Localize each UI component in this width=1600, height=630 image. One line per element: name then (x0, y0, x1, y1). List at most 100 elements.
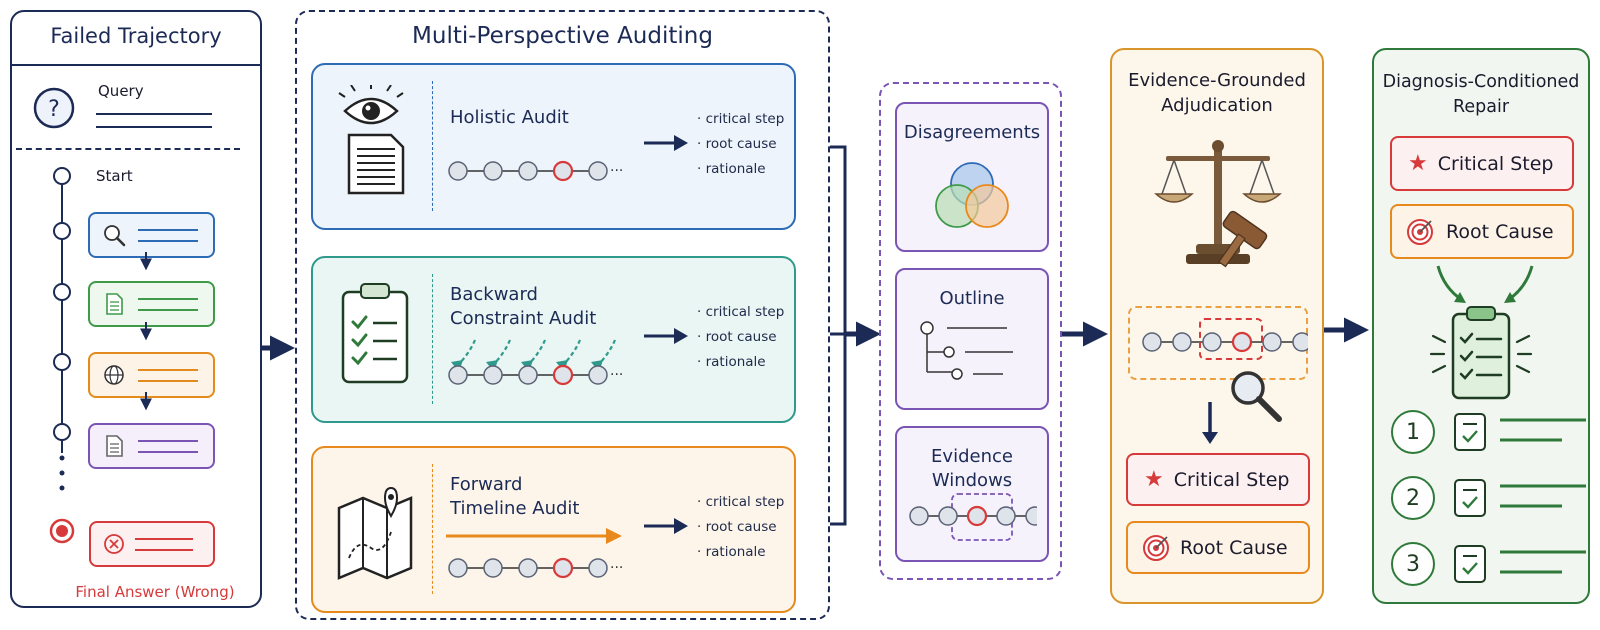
search-icon (104, 225, 126, 247)
query-line-1 (96, 113, 212, 115)
title-divider (12, 64, 260, 66)
adjudication-title-line-1: Evidence-Grounded (1128, 70, 1306, 91)
evidence-card (895, 426, 1049, 562)
query-dashed-divider (16, 148, 240, 150)
critical-node (552, 364, 574, 386)
auditing-title: Multi-Perspective Auditing (412, 23, 713, 49)
evidence-card-title: Outline (939, 288, 1005, 309)
step-node (483, 365, 503, 385)
step-node (1292, 332, 1308, 352)
final-answer-lines (135, 538, 193, 551)
step-text-lines (138, 440, 198, 453)
repair-curved-arrows (1436, 265, 1534, 303)
step-node (1202, 332, 1222, 352)
repair-step-number: 1 (1391, 410, 1435, 454)
audit-title: Constraint Audit (450, 308, 597, 329)
step-node (483, 558, 503, 578)
step-node (518, 161, 538, 181)
audit-output-item: rationale (697, 157, 784, 182)
step-node (518, 558, 538, 578)
step-node (1262, 332, 1282, 352)
step-node (1172, 332, 1192, 352)
continuation-dots: ··· (610, 560, 623, 576)
repair-step-number: 3 (1391, 542, 1435, 586)
trajectory-step-box (88, 212, 215, 258)
clipboard-check-icon (1429, 306, 1533, 400)
audit-output-item: root cause (697, 325, 784, 350)
step-node (996, 506, 1016, 526)
checklist-icon (1454, 413, 1486, 451)
target-icon (1143, 534, 1169, 561)
evidence-card-title: Disagreements (903, 122, 1041, 143)
query-label: Query (98, 82, 144, 100)
continuation-dots: ··· (610, 367, 623, 383)
repair-step-number-label: 1 (1406, 419, 1420, 445)
audit-step-nodes: ··· (448, 364, 623, 386)
target-icon (1407, 218, 1433, 245)
audit-step-nodes: ··· (448, 160, 623, 182)
trajectory-step-box (88, 281, 215, 327)
adjudication-root-cause: Root Cause (1126, 521, 1310, 574)
audit-outputs: critical steproot causerationale (697, 490, 785, 565)
audit-output-item: critical step (697, 300, 785, 325)
trajectory-step-box (88, 423, 215, 469)
adjudication-down-arrow (1202, 402, 1218, 444)
checklist-icon (1454, 479, 1486, 517)
audit-output-item: critical step (697, 490, 785, 515)
file-icon (106, 435, 123, 457)
audit-output-arrow (644, 518, 688, 534)
audit-output-arrow (644, 135, 688, 151)
step-node (588, 558, 608, 578)
audit-divider (432, 274, 433, 404)
audit-output-item: root cause (697, 132, 784, 157)
audit-output-arrow (644, 328, 688, 344)
adjudication-critical-step: ★ Critical Step (1126, 453, 1310, 506)
final-answer-box (89, 521, 215, 567)
step-node (588, 365, 608, 385)
audit-output-item: rationale (697, 540, 784, 565)
step-node (938, 506, 958, 526)
repair-critical-step: ★ Critical Step (1390, 136, 1574, 191)
checklist-icon (1454, 545, 1486, 583)
audit-outputs: critical steproot causerationale (697, 107, 785, 182)
step-node (483, 161, 503, 181)
adjudication-nodes (1142, 331, 1308, 353)
adjudication-critical-step-label: Critical Step (1173, 468, 1290, 491)
step-text-lines (138, 369, 198, 382)
repair-step-lines (1500, 550, 1586, 574)
continuation-dots: ··· (610, 163, 623, 179)
step-node (518, 365, 538, 385)
question-icon: ? (33, 87, 75, 129)
repair-step-lines (1500, 484, 1586, 508)
audit-output-item: rationale (697, 350, 784, 375)
query-line-2 (96, 126, 212, 128)
audit-title: Forward (450, 474, 523, 495)
outline-tree-icon (920, 321, 1013, 380)
failed-trajectory-title: Failed Trajectory (50, 24, 222, 48)
final-answer-label: Final Answer (Wrong) (75, 583, 235, 601)
forward-arrow (446, 528, 622, 544)
star-icon: ★ (1144, 467, 1164, 492)
step-node (1142, 332, 1162, 352)
repair-step-number-label: 2 (1406, 485, 1420, 511)
repair-root-cause: Root Cause (1390, 204, 1574, 259)
timeline-line (61, 183, 63, 453)
eye-document-icon (338, 85, 405, 195)
star-icon: ★ (1408, 151, 1428, 176)
audit-divider (432, 81, 433, 211)
scales-gavel-icon (1154, 140, 1282, 268)
adjudication-focus-window (1199, 318, 1263, 360)
step-node (909, 506, 929, 526)
step-arrows (140, 252, 152, 411)
audit-title: Backward (450, 284, 538, 305)
repair-step-number: 2 (1391, 476, 1435, 520)
audit-divider (432, 464, 433, 594)
svg-text:?: ? (48, 97, 60, 122)
evidence-card-title: Windows (931, 470, 1013, 491)
start-label: Start (96, 167, 133, 185)
critical-node (966, 505, 988, 527)
step-text-lines (138, 298, 198, 311)
repair-root-cause-label: Root Cause (1446, 220, 1554, 243)
step-node (448, 161, 468, 181)
adjudication-title-line-2: Adjudication (1161, 95, 1273, 116)
